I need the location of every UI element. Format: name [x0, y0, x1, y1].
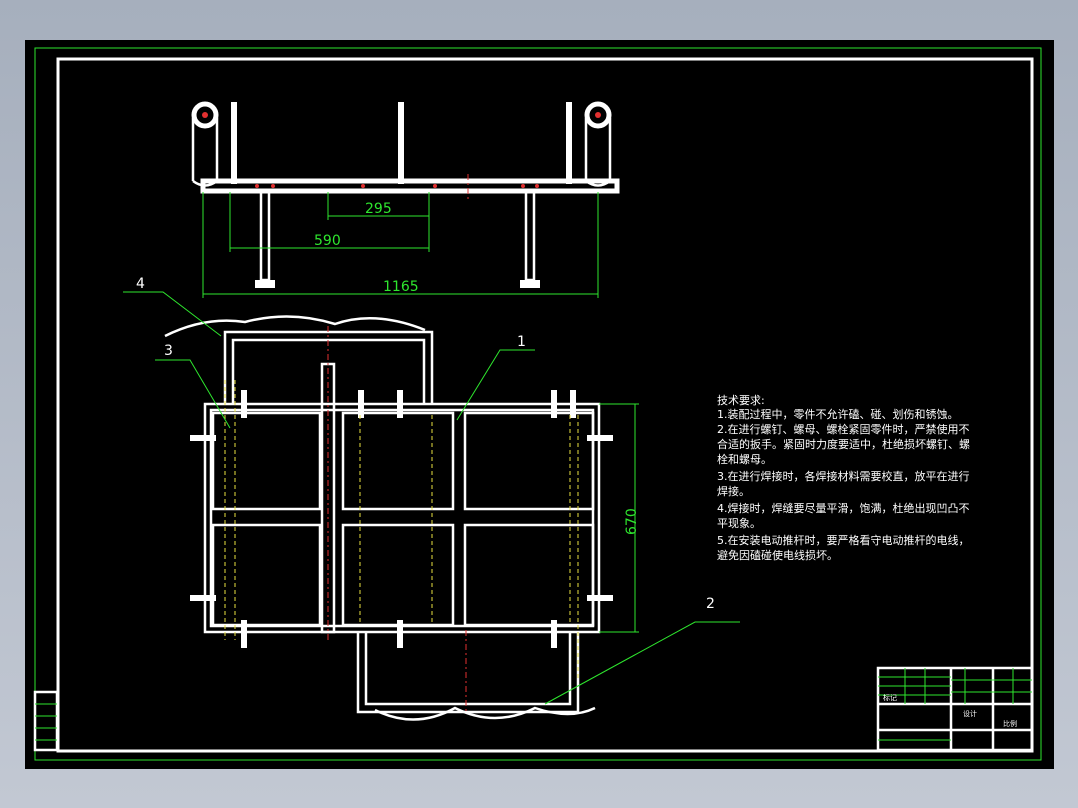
- balloon-3: 3: [164, 343, 173, 359]
- dim-295-lines: [327, 192, 430, 220]
- cell-6: [463, 523, 595, 627]
- cell-3: [463, 411, 595, 511]
- frame-outer: [203, 402, 601, 634]
- left-roller-arm: [191, 118, 219, 187]
- balloon-2: 2: [706, 596, 715, 612]
- cell-4: [211, 523, 322, 627]
- beam-bolts: [255, 184, 539, 188]
- front-view: 295 590 1165: [191, 101, 620, 298]
- margin-stamp: [33, 690, 59, 752]
- dim-590: 590: [314, 233, 341, 249]
- top-view: 670: [164, 315, 640, 721]
- tech-line-1: 1.装配过程中，零件不允许磕、碰、划伤和锈蚀。: [717, 407, 959, 421]
- tech-line-6: 焊接。: [717, 484, 750, 498]
- title-block-cell-c: 比例: [1003, 719, 1017, 728]
- right-roller-hub: [595, 112, 601, 118]
- tech-line-4: 栓和螺母。: [717, 452, 772, 466]
- tech-line-5: 3.在进行焊接时，各焊接材料需要校直，放平在进行: [717, 469, 970, 483]
- cad-drawing-canvas: 295 590 1165: [25, 40, 1054, 769]
- technical-requirements: 技术要求: 1.装配过程中，零件不允许磕、碰、划伤和锈蚀。 2.在进行螺钉、螺母…: [717, 394, 970, 562]
- balloon-leaders: 4 3 1 2: [123, 276, 740, 705]
- cell-5: [341, 523, 455, 627]
- tech-line-3: 合适的扳手。紧固时力度要适中，杜绝损坏螺钉、螺: [717, 437, 970, 451]
- title-block: 标记 设计 比例: [876, 666, 1034, 752]
- part-2-curve: [374, 706, 596, 721]
- left-roller: [191, 101, 219, 129]
- foot-left: [255, 280, 275, 288]
- drawing-sheet: 295 590 1165: [33, 47, 1042, 761]
- outer-border: [34, 47, 1042, 761]
- upright-center: [398, 102, 404, 184]
- dim-1165: 1165: [383, 279, 419, 295]
- front-beam: [200, 178, 620, 194]
- tech-line-2: 2.在进行螺钉、螺母、螺栓紧固零件时，严禁使用不: [717, 422, 970, 436]
- balloon-1: 1: [517, 334, 526, 350]
- hidden-lines: [224, 380, 579, 680]
- right-roller: [584, 101, 612, 129]
- tech-title: 技术要求:: [717, 394, 765, 407]
- right-roller-arm: [584, 118, 612, 187]
- upright-left: [231, 102, 237, 184]
- dim-670: 670: [624, 508, 640, 535]
- leg-right: [524, 190, 536, 282]
- tech-line-9: 5.在安装电动推杆时，要严格看守电动推杆的电线，: [717, 533, 970, 547]
- frame-inner: [209, 408, 595, 628]
- title-block-cell-a: 标记: [883, 693, 897, 702]
- tech-line-10: 避免因磕碰使电线损坏。: [717, 548, 838, 562]
- foot-right: [520, 280, 540, 288]
- tech-line-7: 4.焊接时，焊缝要尽量平滑，饱满，杜绝出现凹凸不: [717, 501, 970, 515]
- title-block-cell-b: 设计: [963, 709, 977, 718]
- left-roller-hub: [202, 112, 208, 118]
- dim-670-lines: [599, 403, 639, 633]
- tech-line-8: 平现象。: [717, 517, 761, 530]
- leg-left: [259, 190, 271, 282]
- part-4-curve: [164, 315, 426, 338]
- dim-590-lines: [229, 192, 430, 252]
- dim-1165-lines: [202, 192, 599, 298]
- inner-border: [56, 57, 1034, 753]
- balloon-4: 4: [136, 276, 145, 292]
- dim-295: 295: [365, 201, 392, 217]
- cross-bars: [190, 390, 613, 648]
- cell-1: [211, 411, 322, 511]
- upright-right: [566, 102, 572, 184]
- bottom-wing: [356, 632, 580, 714]
